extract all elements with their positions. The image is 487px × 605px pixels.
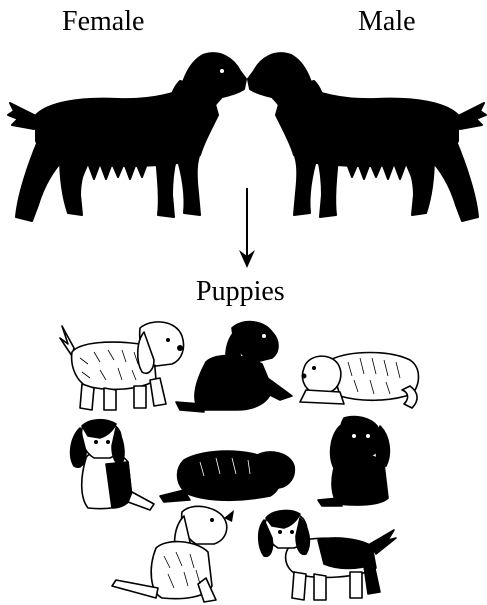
puppy-white-sitting xyxy=(112,502,236,604)
puppy-black-lying xyxy=(160,444,300,508)
puppies-label: Puppies xyxy=(196,278,285,306)
puppy-black-white-standing xyxy=(258,508,398,604)
puppy-white-lying xyxy=(300,346,424,412)
puppy-black-sitting-2 xyxy=(316,414,398,510)
female-label: Female xyxy=(62,8,144,36)
male-dog-illustration xyxy=(246,45,486,225)
offspring-arrow xyxy=(236,188,258,270)
male-label: Male xyxy=(358,8,416,36)
puppy-white-standing xyxy=(60,318,188,414)
puppy-black-white-sitting xyxy=(66,418,158,514)
puppy-black-sitting xyxy=(176,318,296,416)
female-dog-illustration xyxy=(8,45,248,225)
